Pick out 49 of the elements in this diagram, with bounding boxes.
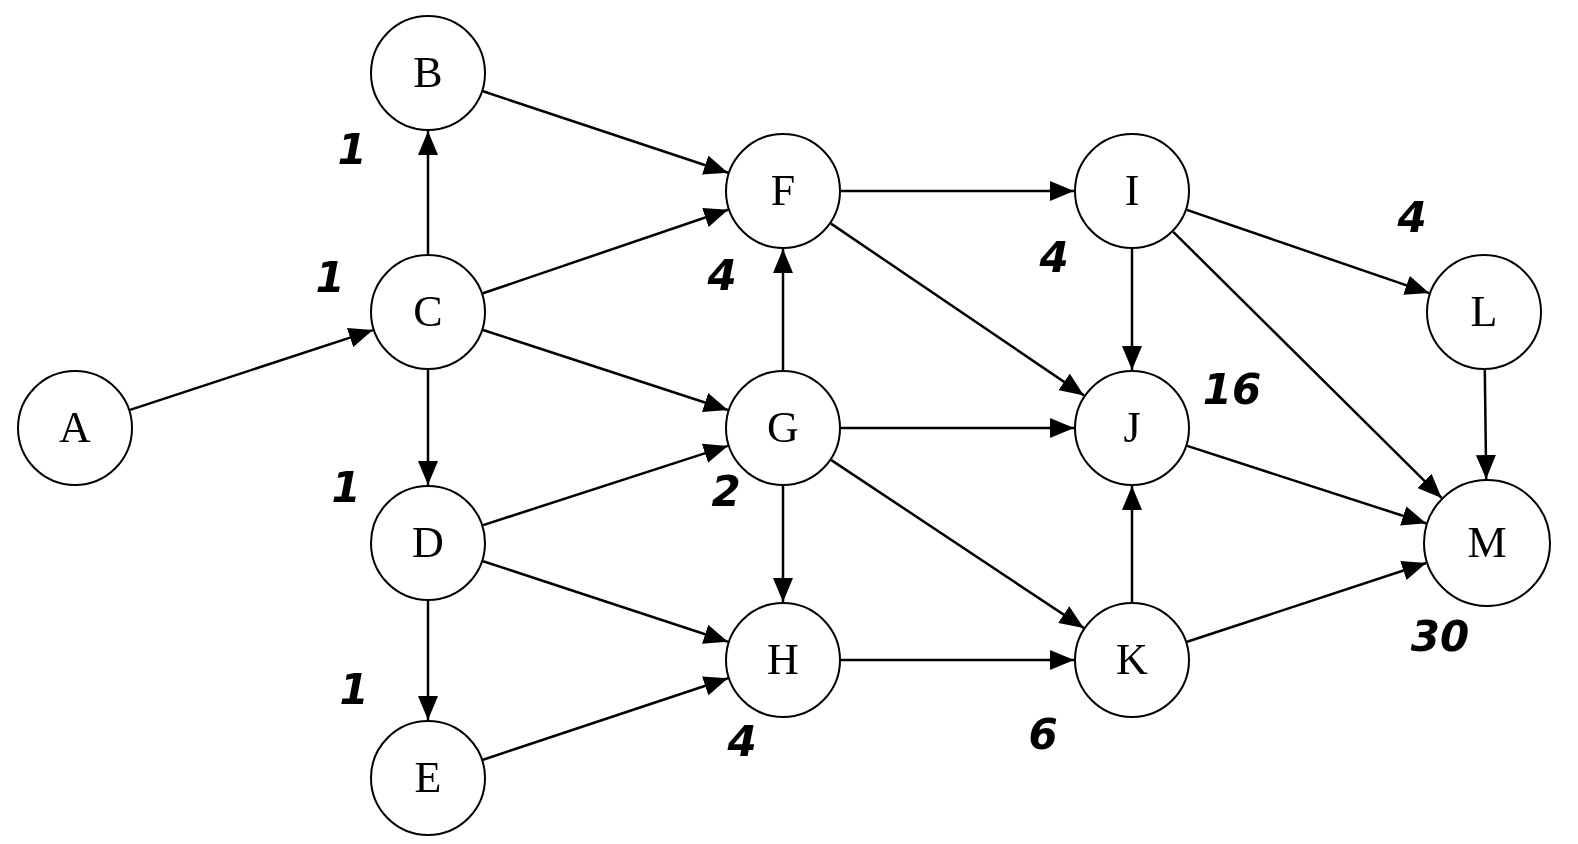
node-weight: 6 [1028,714,1058,756]
arrow [1186,561,1427,643]
arrow [1186,444,1427,526]
node-label: M [1467,521,1507,565]
arrow [482,328,729,413]
arrow [482,90,729,175]
node-weight: 30 [1410,616,1470,658]
node-weight: 1 [315,257,345,299]
node-label: I [1124,169,1140,213]
arrow [418,370,438,485]
arrow [1186,208,1430,295]
arrow [773,486,793,602]
arrow [418,131,438,254]
node-label: B [413,51,443,95]
arrow [1122,249,1142,370]
arrow [1172,230,1443,499]
node-weight: 4 [1039,237,1069,279]
arrow [1475,370,1496,479]
arrow [841,418,1074,438]
arrow [773,249,793,370]
arrow [830,459,1085,629]
node-weight: 2 [711,471,741,513]
node-label: L [1470,290,1498,334]
node-label: H [767,638,799,682]
node-label: A [59,406,91,450]
arrow [482,676,729,761]
node-weight: 1 [339,669,369,711]
arrow [129,328,374,412]
node-label: C [413,290,443,334]
node-weight: 4 [727,721,757,763]
arrow [418,601,438,720]
node-weight: 1 [337,129,367,171]
arrow [482,443,729,527]
arrow [841,181,1074,201]
node-label: K [1116,638,1148,682]
node-label: D [412,521,444,565]
arrow [841,650,1074,670]
node-label: J [1123,406,1141,450]
node-weight: 4 [1397,197,1427,239]
node-weight: 4 [707,255,737,297]
arrow [482,208,729,295]
node-label: E [414,756,442,800]
node-label: G [767,406,799,450]
node-weight: 1 [331,467,361,509]
node-weight: 16 [1202,369,1262,411]
node-label: F [770,169,796,213]
arrow [482,560,729,644]
arrow [830,222,1085,397]
arrow [1122,486,1142,602]
